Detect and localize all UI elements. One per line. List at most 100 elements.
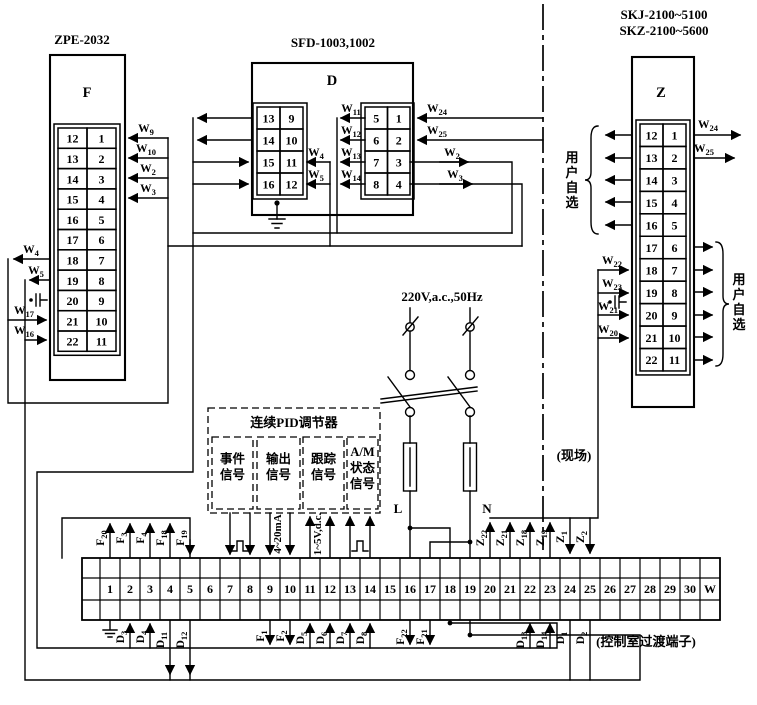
terminal-number: 17 xyxy=(67,233,79,247)
wire-tag: F3 xyxy=(115,532,129,543)
shield-icon xyxy=(29,293,48,307)
pid-output-label: 输出信号 xyxy=(266,451,291,482)
terminal-number: 10 xyxy=(286,134,298,148)
terminal-number: 4 xyxy=(396,178,402,192)
wire-tag: D6 xyxy=(315,632,329,645)
terminal-number: 14 xyxy=(263,134,275,148)
wire xyxy=(409,330,471,371)
switch-contact-icon xyxy=(464,406,476,418)
power-circuit: 220V,a.c.,50Hz L N xyxy=(380,289,492,559)
field-note: (现场) xyxy=(557,448,592,463)
terminal-number: 2 xyxy=(99,152,105,166)
terminal-number: 1 xyxy=(672,129,678,143)
wire-tag: D14 xyxy=(535,631,549,649)
strip-terminal-number: 21 xyxy=(504,582,516,596)
strip-terminal-number: 18 xyxy=(444,582,456,596)
terminal-number: 9 xyxy=(99,294,105,308)
wire-tag: F4 xyxy=(135,532,149,544)
pulse-icon xyxy=(351,540,369,552)
z-block-letter: Z xyxy=(656,85,666,101)
terminal-number: 7 xyxy=(373,156,379,170)
terminal-cell xyxy=(86,330,117,353)
wire-tag: Z22 xyxy=(475,530,489,546)
strip-terminal-number: 6 xyxy=(207,582,213,596)
wire-tag: Z21 xyxy=(495,530,509,546)
l-label: L xyxy=(394,501,403,516)
wire-tag: F21 xyxy=(415,629,429,645)
wiring xyxy=(7,112,742,681)
terminal-number: 11 xyxy=(96,335,107,349)
terminal-number: 3 xyxy=(672,174,678,188)
wire-tag: W4 xyxy=(308,147,325,161)
wire xyxy=(409,183,523,247)
wire-l-branch xyxy=(409,527,451,559)
strip-terminal-number: 11 xyxy=(304,582,315,596)
z-block-title1: SKJ-2100~5100 xyxy=(621,7,708,22)
strip-terminal-number: 14 xyxy=(364,582,376,596)
notes: 用户自选 用户自选 (现场) (控制室过渡端子) xyxy=(557,150,746,649)
terminal-cell xyxy=(662,347,687,372)
wire-tag: W3 xyxy=(447,169,463,183)
wire-tag: W24 xyxy=(698,119,719,133)
junction-dot xyxy=(467,632,473,638)
terminal-number: 19 xyxy=(67,274,79,288)
pid-track-label: 跟踪信号 xyxy=(311,451,337,482)
ground-icon xyxy=(102,619,118,638)
terminal-number: 14 xyxy=(646,174,658,188)
terminal-number: 5 xyxy=(99,213,105,227)
pulse-icon xyxy=(231,540,249,552)
strip-terminal-number: 9 xyxy=(267,582,273,596)
strip-terminal-number: 1 xyxy=(107,582,113,596)
user-select-left-label: 用户自选 xyxy=(564,150,578,210)
terminal-number: 4 xyxy=(99,193,105,207)
terminal-number: 13 xyxy=(263,112,275,126)
wire-tag: D2 xyxy=(575,632,589,645)
terminal-number: 6 xyxy=(672,241,678,255)
terminal-number: 6 xyxy=(99,233,105,247)
output-range-label: 4~20mA xyxy=(272,514,284,553)
terminal-number: 17 xyxy=(646,241,658,255)
terminal-number: 9 xyxy=(672,308,678,322)
strip-terminal-number: 15 xyxy=(384,582,396,596)
terminal-number: 2 xyxy=(396,134,402,148)
terminal-number: 16 xyxy=(646,219,658,233)
strip-terminal-number: 7 xyxy=(227,582,233,596)
terminal-number: 15 xyxy=(646,196,658,210)
terminal-number: 21 xyxy=(646,331,658,345)
f-block-letter: F xyxy=(83,85,92,101)
strip-terminal-number: 10 xyxy=(284,582,296,596)
strip-terminal-number: 17 xyxy=(424,582,436,596)
wire-tag: F2 xyxy=(275,630,289,641)
wire-tag: Z18 xyxy=(515,530,529,546)
strip-terminal-number: 25 xyxy=(584,582,596,596)
terminal-number: 16 xyxy=(67,213,79,227)
wire-tag: D11 xyxy=(155,632,169,648)
wire-tag: F1 xyxy=(255,630,269,641)
terminal-number: 6 xyxy=(373,134,379,148)
junction-dot xyxy=(407,525,413,531)
pid-outline xyxy=(207,407,381,514)
terminal-number: 12 xyxy=(646,129,658,143)
wire-tag: D12 xyxy=(175,632,189,649)
fuse-element xyxy=(409,447,471,487)
strip-frame xyxy=(81,557,721,621)
strip-terminal-number: 2 xyxy=(127,582,133,596)
wire-tag: W13 xyxy=(341,147,361,161)
terminal-number: 4 xyxy=(672,196,678,210)
wire-tag: W24 xyxy=(427,103,448,117)
wire-tag: F22 xyxy=(395,629,409,645)
pid-box-event xyxy=(211,436,254,510)
wire-tag: D13 xyxy=(515,632,529,649)
terminal-number: 13 xyxy=(646,151,658,165)
power-source-label: 220V,a.c.,50Hz xyxy=(401,289,483,304)
wire-tag: W21 xyxy=(598,301,618,315)
d-block-title: SFD-1003,1002 xyxy=(291,35,375,50)
terminal-number: 15 xyxy=(67,193,79,207)
strip-terminal-number: 30 xyxy=(684,582,696,596)
strip-terminal-number: 27 xyxy=(624,582,636,596)
wire-tag: W12 xyxy=(341,125,361,139)
terminal-number: 1 xyxy=(396,112,402,126)
